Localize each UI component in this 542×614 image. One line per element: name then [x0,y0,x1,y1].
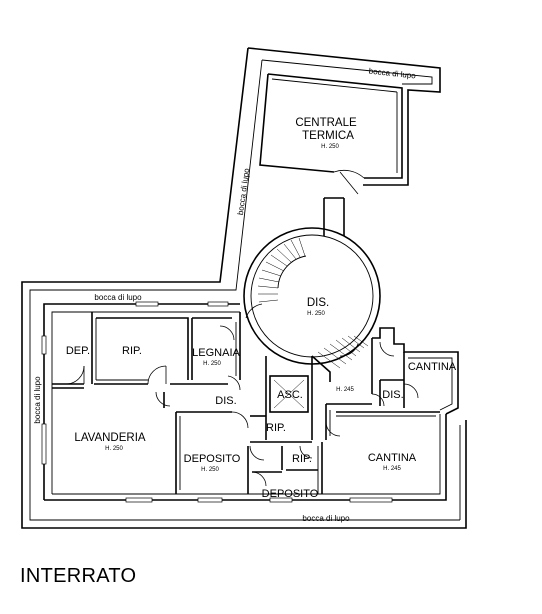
bocca-bottom-label: bocca di lupo [302,514,350,523]
plan-title: INTERRATO [20,565,137,587]
dis-main-height: H. 250 [307,311,325,317]
rip-left-name: RIP. [122,345,142,357]
deposito-big-height: H. 250 [201,467,219,473]
centrale-termica-room [259,73,403,236]
cantina-small-name: CANTINA [408,361,457,373]
dis-right-name: DIS. [382,389,403,401]
bocca-mid-label: bocca di lupo [94,293,142,302]
floor-plan: CENTRALE TERMICA H. 250 DIS. H. 250 DEP.… [21,47,467,529]
rip-mid-name: RIP. [266,422,286,434]
windows [41,301,393,503]
deposito-big-name: DEPOSITO [184,453,241,465]
centrale-name-1: CENTRALE [295,117,357,129]
asc-name: ASC. [277,389,303,401]
bocca-left-label: bocca di lupo [33,376,42,424]
interior-walls [52,312,440,494]
room-labels: CENTRALE TERMICA H. 250 DIS. H. 250 DEP.… [66,117,457,500]
centrale-name-2: TERMICA [302,130,354,142]
doors [65,325,419,487]
stair-tower [243,227,381,365]
lavanderia-height: H. 250 [105,446,123,452]
centrale-height: H. 250 [321,144,339,150]
deposito-small-name: DEPOSITO [262,488,319,500]
legnaia-name: LEGNAIA [192,347,240,359]
dep-name: DEP. [66,345,90,357]
stair-landing-height: H. 245 [336,387,354,393]
legnaia-height: H. 250 [203,361,221,367]
dis-main-name: DIS. [307,297,329,309]
outer-perimeter [21,47,467,529]
bocca-top-label: bocca di lupo [368,67,416,81]
dis-hall-name: DIS. [215,395,236,407]
cantina-big-height: H. 245 [383,466,401,472]
cantina-big-name: CANTINA [368,452,417,464]
rip-small-name: RIP. [292,453,312,465]
bocca-diag-label: bocca di lupo [236,167,252,215]
lavanderia-name: LAVANDERIA [74,432,145,444]
